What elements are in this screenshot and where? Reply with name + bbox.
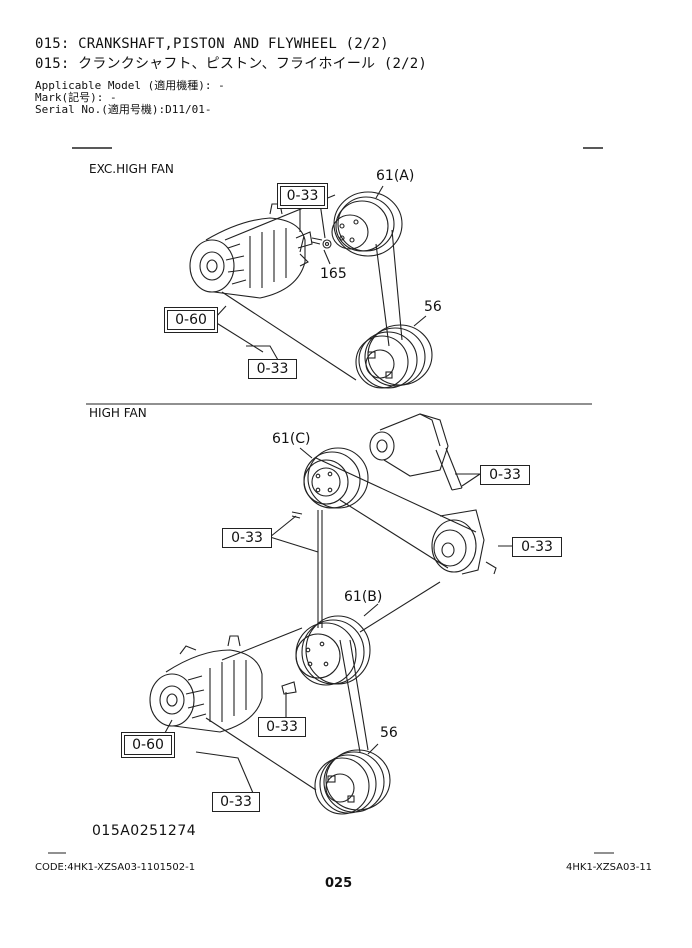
section-label-high-fan: HIGH FAN: [89, 406, 147, 420]
ref-box-bottom-a[interactable]: 0-33: [480, 465, 530, 485]
crank-pulley-top-drawing: [355, 324, 433, 389]
applicable-model: Applicable Model (適用機種): -: [35, 79, 225, 92]
pulley-61a-drawing: [331, 191, 403, 257]
title-english: 015: CRANKSHAFT,PISTON AND FLYWHEEL (2/2…: [35, 36, 389, 52]
section-label-exc-high-fan: EXC.HIGH FAN: [89, 162, 174, 176]
footer-doc-id: 4HK1-XZSA03-11: [566, 862, 653, 873]
part-label-165[interactable]: 165: [320, 266, 347, 282]
footer-code: CODE:4HK1-XZSA03-1101502-1: [35, 862, 196, 873]
part-label-56-top[interactable]: 56: [424, 299, 442, 315]
alternator-top-drawing: [189, 203, 313, 299]
title-japanese: 015: クランクシャフト、ピストン、フライホイール (2/2): [35, 56, 427, 72]
drawing-id: 015A0251274: [92, 823, 197, 839]
pulley-61b-drawing: [295, 615, 371, 686]
pulley-61c-drawing: [303, 447, 369, 509]
crank-pulley-bottom-drawing: [314, 749, 391, 815]
ref-box-top-b[interactable]: 0-60: [167, 310, 215, 330]
ref-box-bottom-e[interactable]: 0-60: [124, 735, 172, 755]
ref-box-bottom-b[interactable]: 0-33: [222, 528, 272, 548]
tensioner-drawing: [431, 509, 497, 575]
page-number: 025: [325, 876, 353, 891]
ref-box-top-c[interactable]: 0-33: [248, 359, 297, 379]
part-label-56-bottom[interactable]: 56: [380, 725, 398, 741]
part-label-61b[interactable]: 61(B): [344, 589, 383, 605]
ref-box-top-a[interactable]: 0-33: [280, 186, 325, 206]
part-label-61a[interactable]: 61(A): [376, 168, 415, 184]
part-label-61c[interactable]: 61(C): [272, 431, 311, 447]
serial-number: Serial No.(適用号機):D11/01-: [35, 103, 212, 116]
alternator-bottom-drawing: [149, 635, 263, 733]
ref-box-bottom-c[interactable]: 0-33: [512, 537, 562, 557]
ref-box-bottom-f[interactable]: 0-33: [212, 792, 260, 812]
ref-box-bottom-d[interactable]: 0-33: [258, 717, 306, 737]
fan-bracket-drawing: [369, 413, 463, 491]
mark-field: Mark(記号): -: [35, 91, 117, 104]
